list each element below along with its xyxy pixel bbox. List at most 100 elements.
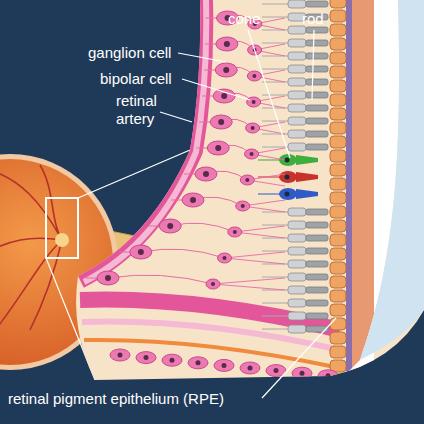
rod-outer — [306, 222, 328, 228]
rpe-cell — [330, 122, 346, 134]
rod-inner — [288, 312, 306, 320]
rod-outer — [306, 235, 328, 241]
ganglion-nucleus — [105, 275, 111, 281]
optic-disc — [55, 233, 69, 247]
rpe-cell — [330, 206, 346, 218]
ganglion-cell — [195, 167, 217, 181]
rpe-cell — [330, 276, 346, 288]
ganglion-cell — [215, 63, 237, 77]
part-label: cone — [228, 10, 261, 28]
rod-outer — [306, 144, 328, 150]
rpe-cell — [330, 0, 346, 8]
cone-outer — [296, 155, 318, 165]
rod-fiber — [262, 303, 288, 304]
inner-band — [84, 0, 206, 282]
part-label: retinal pigment epithelium (RPE) — [8, 390, 224, 408]
rod-outer — [306, 27, 328, 33]
ganglion-cell — [162, 354, 182, 366]
rod-outer — [306, 79, 328, 85]
rod-fiber — [262, 316, 288, 317]
rpe-cell — [330, 178, 346, 190]
rod-outer — [306, 274, 328, 280]
lower-band — [84, 340, 340, 368]
part-label: bipolar cell — [100, 70, 172, 88]
leader-line — [182, 79, 250, 100]
ganglion-nucleus — [222, 363, 227, 368]
ganglion-cell — [188, 357, 208, 369]
rpe-cell — [330, 304, 346, 316]
rpe-cell — [330, 234, 346, 246]
ganglion-cell — [159, 219, 181, 233]
rpe-cell — [330, 24, 346, 36]
nerve-fiber-band — [78, 0, 200, 276]
part-label: retinal artery — [116, 92, 178, 128]
bipolar-cell — [246, 123, 260, 133]
rod-outer — [306, 248, 328, 254]
bipolar-cell — [247, 97, 261, 107]
ganglion-cell — [214, 359, 234, 371]
bipolar-nucleus — [251, 126, 255, 130]
rpe-cell — [330, 248, 346, 260]
bipolar-dendrite — [213, 278, 285, 290]
rpe-cell — [330, 318, 346, 330]
cone-nucleus — [285, 158, 290, 163]
ganglion-nucleus — [274, 368, 279, 373]
bipolar-nucleus — [252, 74, 256, 78]
bipolar-cell — [236, 201, 250, 211]
ganglion-nucleus — [224, 41, 230, 47]
rod-outer — [306, 261, 328, 267]
rod-inner — [288, 143, 306, 151]
ganglion-nucleus — [203, 171, 209, 177]
ganglion-cell — [110, 349, 130, 361]
rpe-cell — [330, 38, 346, 50]
leader-line — [178, 53, 226, 62]
rod-inner — [288, 52, 306, 60]
ganglion-nucleus — [170, 358, 175, 363]
cone-body — [279, 188, 297, 200]
cone-outer — [296, 172, 318, 182]
rod-outer — [306, 131, 328, 137]
rod-outer — [306, 326, 328, 332]
rod-inner — [288, 299, 306, 307]
ganglion-nucleus — [144, 355, 149, 360]
rod-fiber — [262, 95, 288, 96]
bipolar-nucleus — [233, 230, 237, 234]
rod-inner — [288, 208, 306, 216]
ganglion-dendrite — [108, 275, 213, 284]
rod-fiber — [262, 225, 288, 226]
ganglion-cell — [216, 37, 238, 51]
retinal-artery — [74, 0, 194, 272]
rod-outer — [306, 209, 328, 215]
bipolar-nucleus — [245, 178, 249, 182]
rod-outer — [306, 300, 328, 306]
rod-inner — [288, 325, 306, 333]
ganglion-nucleus — [218, 119, 224, 125]
cone-outer — [296, 189, 318, 199]
rod-fiber — [262, 277, 288, 278]
retina-layers — [74, 0, 424, 424]
rpe-cell — [330, 136, 346, 148]
leader-lines — [160, 30, 336, 398]
rod-inner — [288, 26, 306, 34]
bipolar-cell — [218, 253, 232, 263]
rpe-cell — [330, 80, 346, 92]
ganglion-nucleus — [190, 197, 196, 203]
ganglion-cell — [182, 193, 204, 207]
rod-outer — [306, 313, 328, 319]
rod-fiber — [262, 121, 288, 122]
rod-inner — [288, 221, 306, 229]
ganglion-nucleus — [223, 67, 229, 73]
ganglion-cell — [210, 115, 232, 129]
rod-fiber — [262, 147, 288, 148]
rpe-cell — [330, 220, 346, 232]
rod-inner — [288, 117, 306, 125]
rod-outer — [306, 1, 328, 7]
rod-outer — [306, 66, 328, 72]
ganglion-cell — [318, 370, 338, 382]
cone-fiber — [258, 193, 280, 194]
ganglion-cell — [292, 367, 312, 379]
part-label: ganglion cell — [88, 44, 171, 62]
rod-inner — [288, 65, 306, 73]
